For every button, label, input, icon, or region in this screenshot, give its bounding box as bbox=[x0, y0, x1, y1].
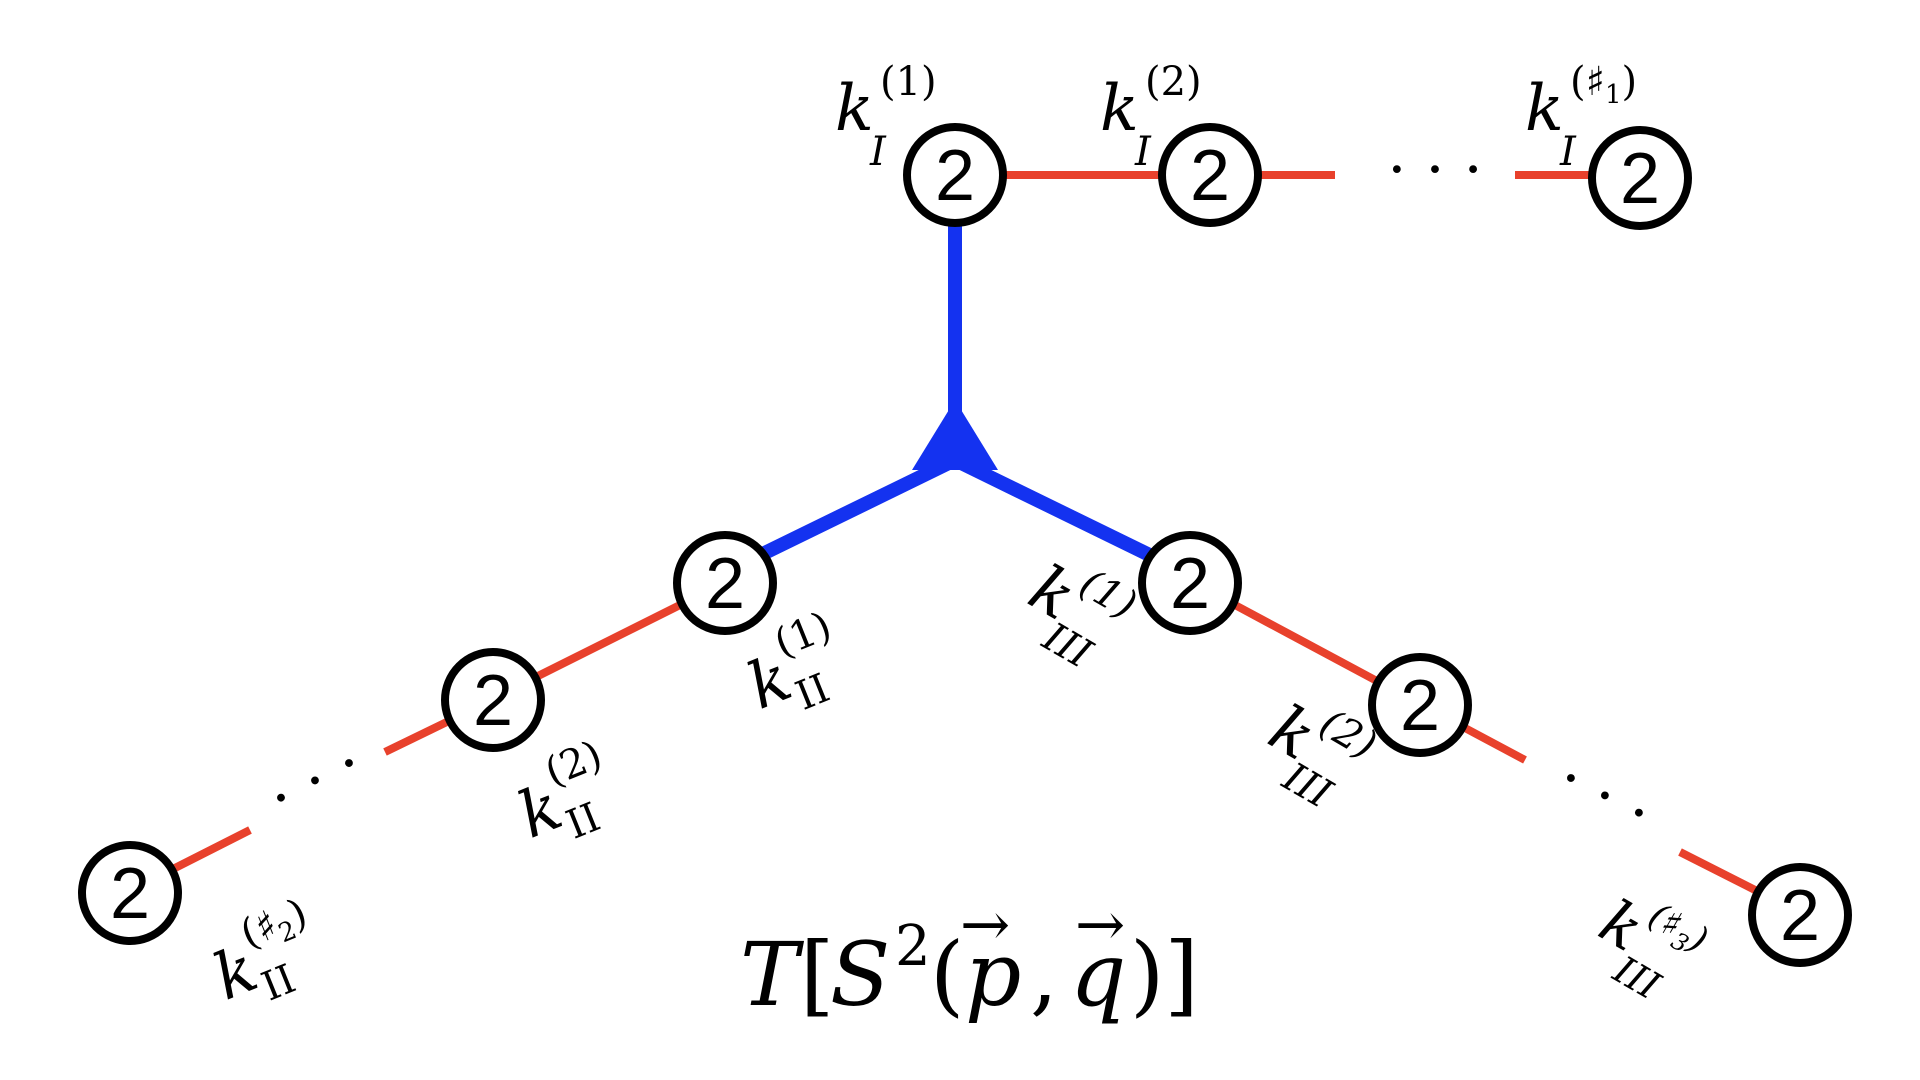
chain-edge-right-1 bbox=[1233, 601, 1377, 684]
svg-text:T: T bbox=[740, 923, 805, 1026]
label-kI-n: k (♯1) I bbox=[1525, 59, 1637, 175]
node-right-3: 2 bbox=[1748, 863, 1852, 967]
svg-text:2: 2 bbox=[1400, 666, 1440, 746]
svg-text:(: ( bbox=[930, 923, 964, 1026]
node-top-3: 2 bbox=[1588, 126, 1692, 230]
svg-text:2: 2 bbox=[1780, 876, 1820, 956]
svg-text:→: → bbox=[1075, 890, 1125, 960]
svg-text:2: 2 bbox=[1190, 136, 1230, 216]
chain-edge-right-3 bbox=[1678, 848, 1757, 894]
node-top-2: 2 bbox=[1158, 123, 1262, 227]
svg-text:2: 2 bbox=[110, 854, 150, 934]
svg-text:(1): (1) bbox=[880, 59, 937, 105]
center-edge-left bbox=[736, 453, 959, 572]
svg-text:k: k bbox=[1525, 72, 1564, 146]
svg-text:p: p bbox=[965, 923, 1021, 1026]
formula-title: T [ S 2 ( p → , q → )] bbox=[740, 890, 1199, 1026]
svg-text:q: q bbox=[1070, 923, 1126, 1026]
label-kIII-2: k (2) III bbox=[1257, 692, 1384, 819]
label-kIII-n: k (♯3) III bbox=[1588, 887, 1715, 1009]
svg-text:(♯1): (♯1) bbox=[1570, 59, 1637, 110]
ellipsis-left: · · · bbox=[257, 728, 374, 834]
node-left-2: 2 bbox=[441, 648, 545, 752]
svg-text:S: S bbox=[830, 923, 890, 1026]
center-edge-right bbox=[951, 453, 1174, 572]
svg-text:[: [ bbox=[800, 923, 834, 1026]
svg-text:2: 2 bbox=[895, 914, 931, 979]
svg-text:k: k bbox=[1100, 72, 1139, 146]
chain-edge-right-2 bbox=[1463, 724, 1527, 764]
svg-text:I: I bbox=[1559, 129, 1577, 175]
center-vertex-triangle bbox=[912, 400, 998, 470]
node-top-1: 2 bbox=[903, 123, 1007, 227]
ellipsis-right: · · · bbox=[1546, 743, 1663, 849]
svg-text:2: 2 bbox=[473, 661, 513, 741]
svg-text:)]: )] bbox=[1130, 923, 1199, 1026]
svg-text:k: k bbox=[835, 72, 874, 146]
label-kII-n: k (♯2) II bbox=[204, 890, 314, 1015]
svg-text:2: 2 bbox=[935, 136, 975, 216]
node-right-1: 2 bbox=[1138, 531, 1242, 635]
ellipsis-top: · · · bbox=[1387, 135, 1482, 205]
svg-text:I: I bbox=[869, 129, 887, 175]
label-kI-2: k (2) I bbox=[1100, 59, 1202, 175]
node-left-1: 2 bbox=[673, 531, 777, 635]
node-left-3: 2 bbox=[78, 841, 182, 945]
svg-text:I: I bbox=[1134, 129, 1152, 175]
svg-text:(2): (2) bbox=[1145, 59, 1202, 105]
chain-edge-left-3 bbox=[173, 826, 252, 872]
svg-text:2: 2 bbox=[1620, 139, 1660, 219]
svg-text:2: 2 bbox=[1170, 544, 1210, 624]
node-right-2: 2 bbox=[1368, 653, 1472, 757]
svg-text:,: , bbox=[1030, 923, 1058, 1026]
label-kII-2: k (2) II bbox=[508, 732, 608, 854]
chain-edge-left-2 bbox=[383, 714, 457, 756]
svg-text:→: → bbox=[960, 890, 1010, 960]
label-kIII-1: k (1) III bbox=[1017, 552, 1144, 679]
chain-edge-left-1 bbox=[528, 601, 682, 684]
svg-text:2: 2 bbox=[705, 544, 745, 624]
label-kI-1: k (1) I bbox=[835, 59, 937, 175]
